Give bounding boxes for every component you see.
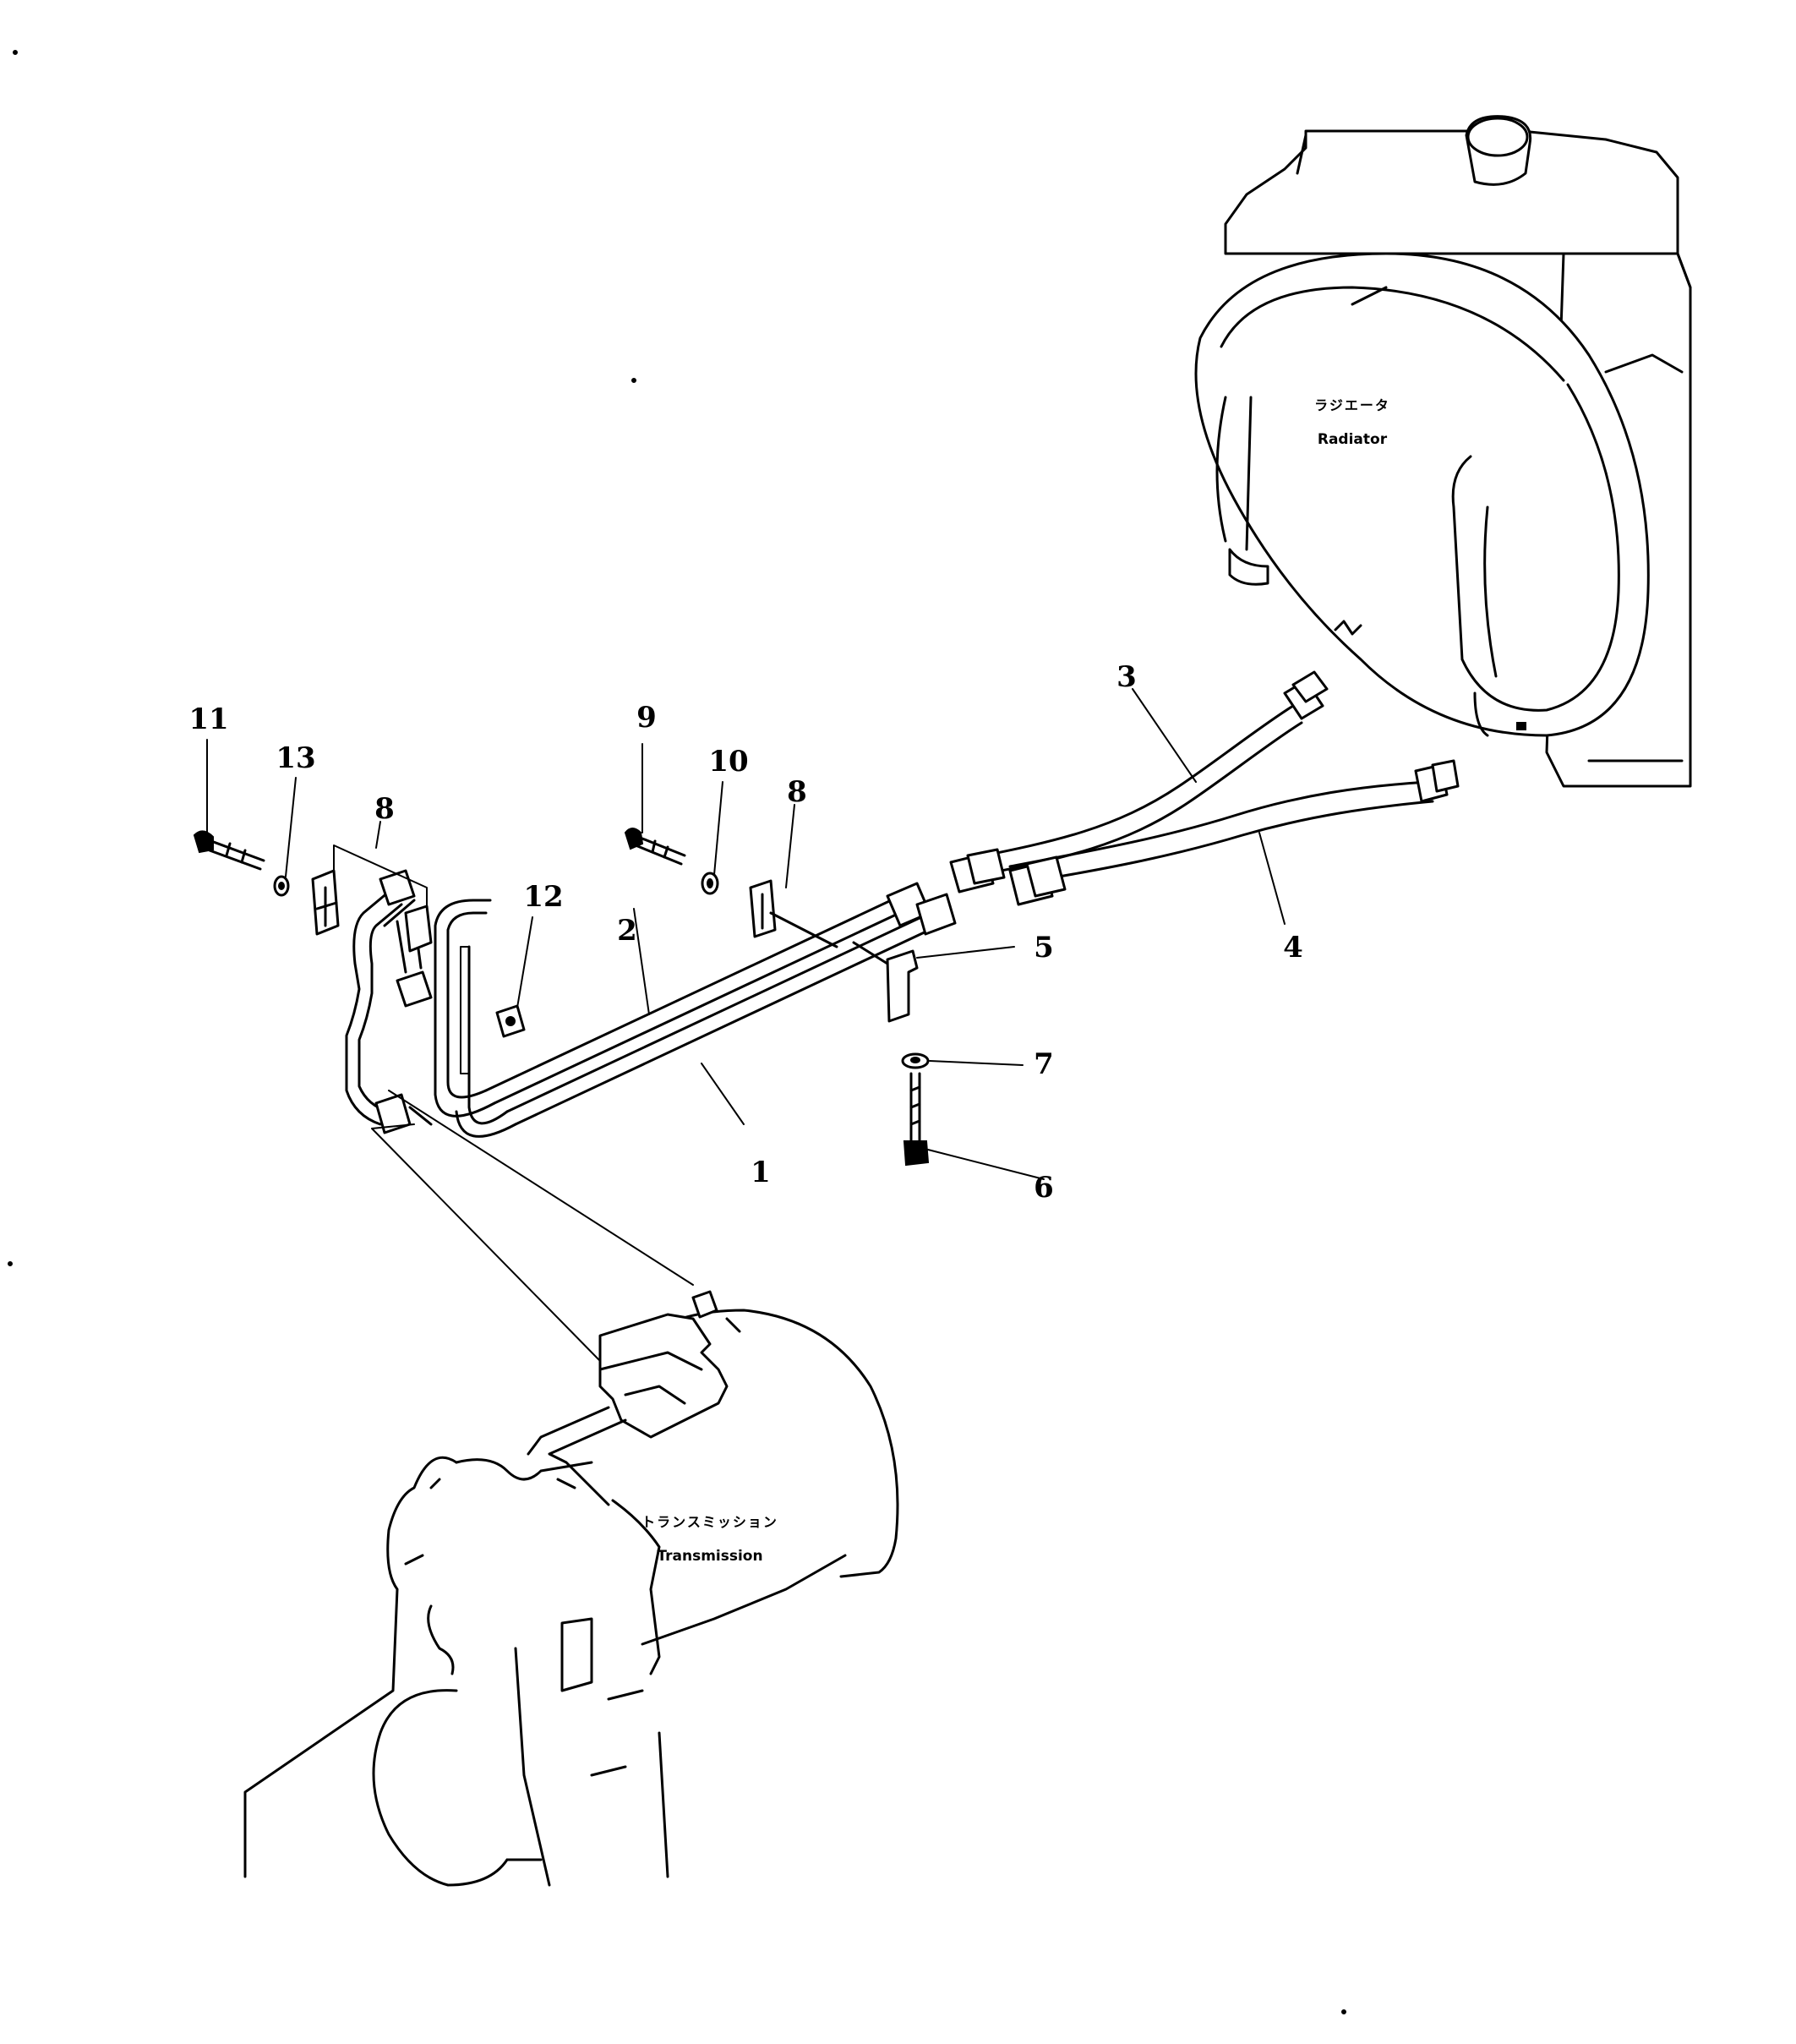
callout-8a: 8 [374,792,395,826]
callout-11: 11 [188,702,228,736]
callout-12: 12 [523,880,563,914]
callout-4: 4 [1283,931,1303,965]
callout-6: 6 [1034,1171,1054,1205]
callout-5: 5 [1034,931,1054,965]
radiator-label-ja: ラジエータ [1314,397,1390,413]
transmission-label-en: Transmission [657,1548,762,1565]
hose-assembly [949,670,1460,906]
callout-8b: 8 [787,775,807,809]
callout-13: 13 [276,741,315,775]
radiator-label-en: Radiator [1318,431,1388,448]
callout-numbers: 1 2 3 4 5 6 7 8 8 9 10 11 12 13 [188,660,1303,1205]
tube-assembly [345,869,957,1138]
callout-3: 3 [1116,660,1137,694]
transmission-label-ja: トランスミッション [641,1514,778,1530]
callout-2: 2 [617,914,637,948]
callout-10: 10 [708,745,748,779]
callout-1: 1 [751,1156,771,1189]
leader-lines [206,688,1286,1180]
fasteners [193,828,930,1167]
callout-9: 9 [636,701,657,735]
radiator-assembly: ラジエータ Radiator [1194,115,1692,788]
transmission-assembly: トランスミッション Transmission [243,1090,899,1887]
callout-7: 7 [1034,1047,1054,1081]
scan-specks [8,50,1346,2014]
